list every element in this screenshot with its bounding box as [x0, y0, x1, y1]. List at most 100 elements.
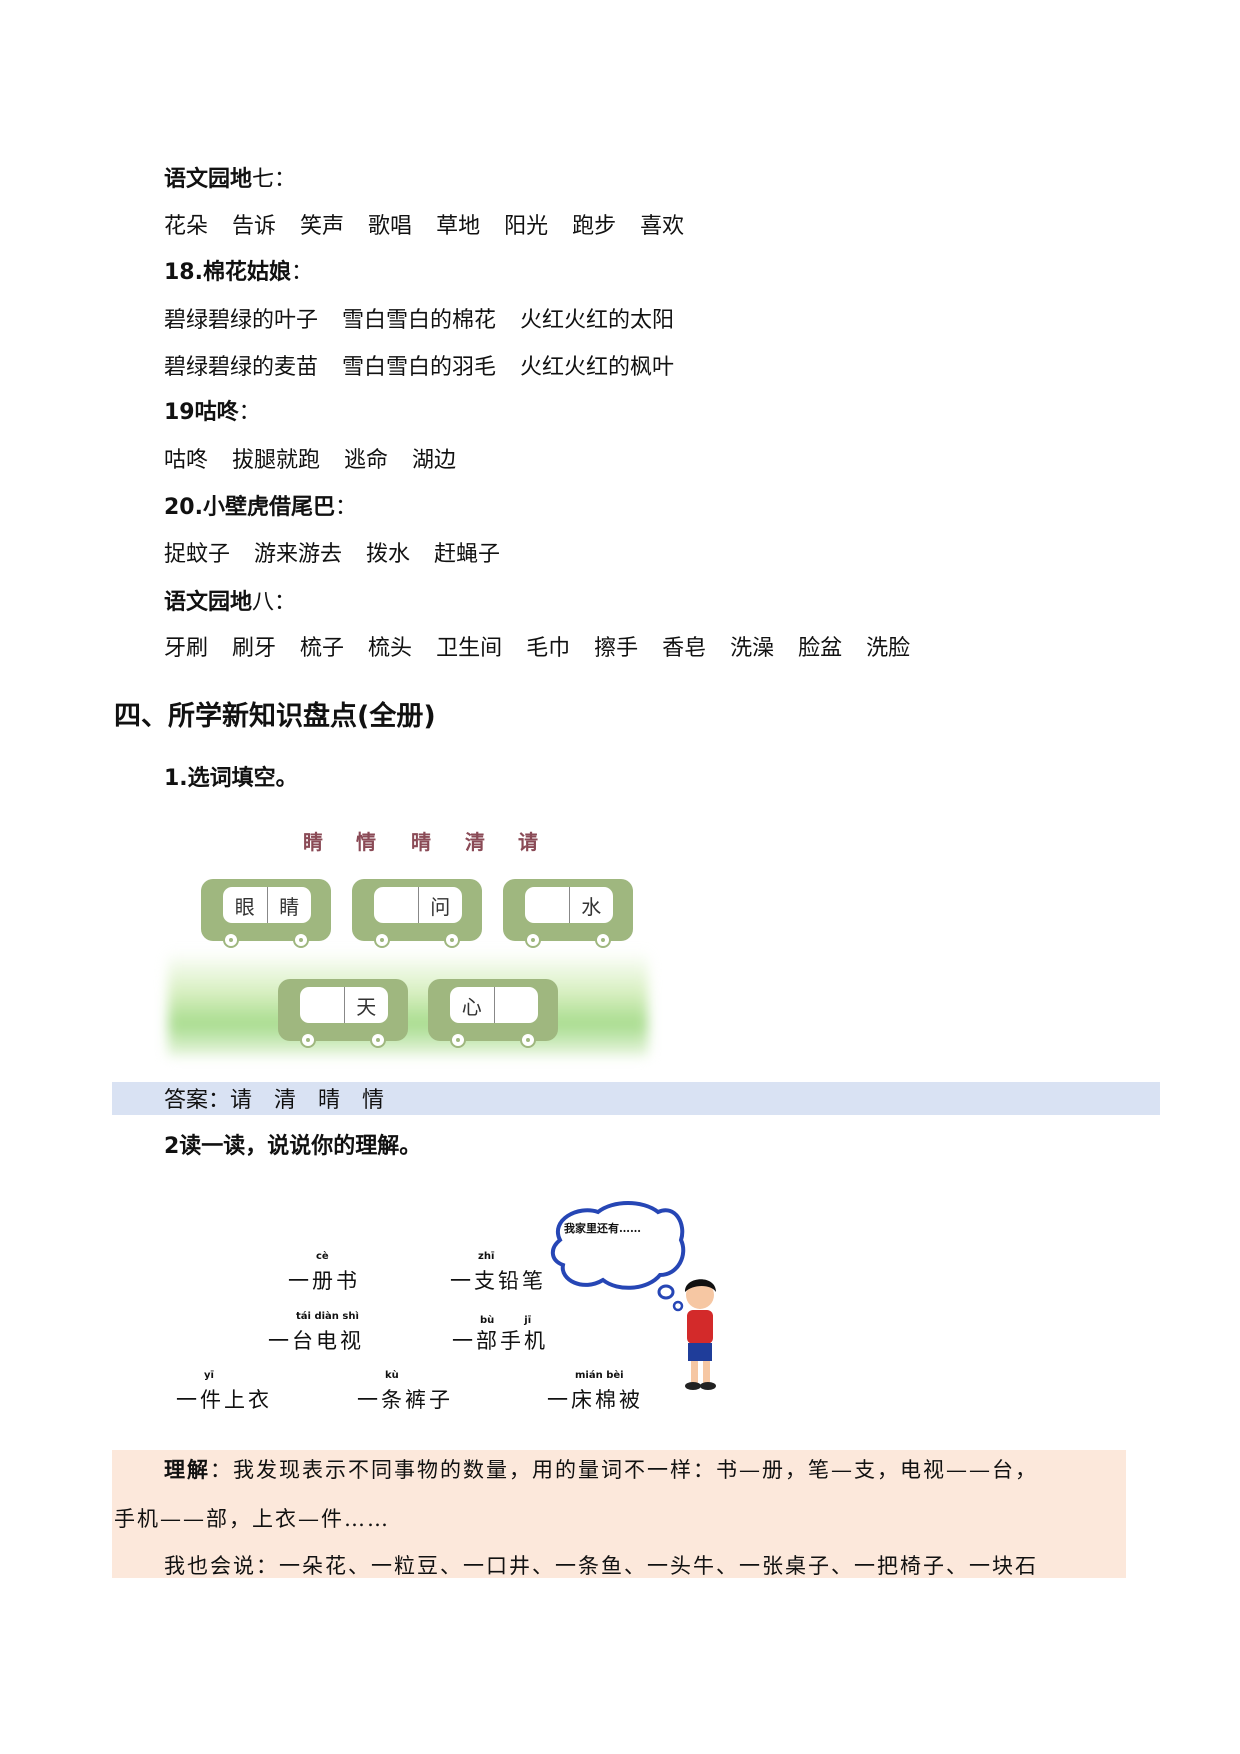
- title-bold: 19咕咚: [164, 400, 239, 425]
- title-bold: 语文园地: [164, 167, 253, 192]
- word: 捉蚊子: [164, 542, 231, 567]
- measure-word-phrase: 一部手机: [452, 1329, 548, 1353]
- wheel-icon: [520, 1032, 536, 1048]
- word-car: 天: [278, 979, 408, 1048]
- word-list: 花朵告诉笑声歌唱草地阳光跑步喜欢: [164, 213, 708, 241]
- measure-word-phrase: 一支铅笔: [450, 1269, 546, 1293]
- understanding-line: 手机——部，上衣—件……: [114, 1507, 390, 1531]
- pinyin: mián bèi: [575, 1370, 624, 1381]
- phrase: 雪白雪白的棉花: [342, 308, 497, 333]
- wheel-icon: [444, 932, 460, 948]
- section-title: 18.棉花姑娘：: [164, 259, 313, 287]
- word: 赶蝇子: [434, 542, 501, 567]
- char-slot[interactable]: 睛: [279, 894, 300, 919]
- word: 香皂: [662, 636, 707, 661]
- word: 喜欢: [640, 214, 685, 239]
- word: 梳头: [368, 636, 413, 661]
- car-window: 心: [450, 987, 538, 1023]
- title-bold: 语文园地: [164, 590, 253, 615]
- fill-in-picture: 睛 情 晴 清 请 眼睛问水天心: [168, 821, 648, 1056]
- option-char: 晴: [411, 830, 431, 854]
- word: 花朵: [164, 214, 209, 239]
- char-slot[interactable]: [374, 887, 419, 923]
- understanding-box: 理解：我发现表示不同事物的数量，用的量词不一样：书—册，笔—支，电视——台， 手…: [112, 1450, 1126, 1578]
- phrase-line: 碧绿碧绿的麦苗雪白雪白的羽毛火红火红的枫叶: [164, 354, 698, 382]
- pinyin: tái diàn shì: [296, 1311, 359, 1322]
- phrase: 碧绿碧绿的麦苗: [164, 355, 319, 380]
- grass-background: [168, 951, 648, 1056]
- wheel-icon: [450, 1032, 466, 1048]
- title-bold: 18.棉花姑娘: [164, 260, 291, 285]
- word: 毛巾: [526, 636, 571, 661]
- word: 草地: [436, 214, 481, 239]
- phrase: 雪白雪白的羽毛: [342, 355, 497, 380]
- word: 阳光: [504, 214, 549, 239]
- char-slot[interactable]: 眼: [223, 887, 268, 923]
- word: 跑步: [572, 214, 617, 239]
- option-char: 清: [465, 830, 485, 854]
- char-slot[interactable]: [300, 987, 345, 1023]
- word-car: 水: [503, 879, 633, 948]
- word-list: 牙刷刷牙梳子梳头卫生间毛巾擦手香皂洗澡脸盆洗脸: [164, 635, 934, 663]
- measure-word-phrase: 一件上衣: [176, 1388, 272, 1412]
- pinyin: cè: [316, 1251, 329, 1262]
- wheel-icon: [525, 932, 541, 948]
- word: 洗澡: [730, 636, 775, 661]
- word: 卫生间: [436, 636, 503, 661]
- word: 拨水: [366, 542, 411, 567]
- understanding-label: 理解: [164, 1457, 210, 1482]
- word-car: 心: [428, 979, 558, 1048]
- wheel-icon: [374, 932, 390, 948]
- also-say-line: 我也会说：一朵花、一粒豆、一口井、一条鱼、一头牛、一张桌子、一把椅子、一块石: [164, 1554, 1038, 1578]
- word: 湖边: [412, 448, 457, 473]
- word: 拔腿就跑: [232, 448, 321, 473]
- option-char: 睛: [303, 830, 323, 854]
- section-title: 19咕咚：: [164, 399, 261, 427]
- understanding-line: 理解：我发现表示不同事物的数量，用的量词不一样：书—册，笔—支，电视——台，: [164, 1454, 1038, 1484]
- option-char: 情: [356, 830, 376, 854]
- char-slot[interactable]: [525, 887, 570, 923]
- word: 洗脸: [866, 636, 911, 661]
- char-slot[interactable]: 水: [581, 894, 602, 919]
- word: 歌唱: [368, 214, 413, 239]
- bubble-dot: [672, 1300, 684, 1312]
- thought-bubble-boy-illustration: [550, 1201, 716, 1390]
- measure-word-phrase: 一条裤子: [357, 1388, 453, 1412]
- measure-word-phrase: 一床棉被: [547, 1388, 643, 1412]
- char-slot[interactable]: 心: [450, 987, 495, 1023]
- char-slot[interactable]: 天: [356, 994, 377, 1019]
- car-window: 问: [374, 887, 462, 923]
- car-window: 水: [525, 887, 613, 923]
- section-title: 语文园地七：: [164, 166, 296, 194]
- pinyin: yī: [204, 1370, 214, 1381]
- char-slot[interactable]: [495, 987, 539, 1023]
- char-slot[interactable]: 问: [430, 894, 451, 919]
- title-bold: 20.小壁虎借尾巴: [164, 495, 335, 520]
- word-list: 捉蚊子游来游去拨水赶蝇子: [164, 541, 524, 569]
- phrase-line: 碧绿碧绿的叶子雪白雪白的棉花火红火红的太阳: [164, 307, 698, 335]
- word: 牙刷: [164, 636, 209, 661]
- boy-icon: [684, 1279, 716, 1390]
- wheel-icon: [595, 932, 611, 948]
- title-rest: ：: [290, 260, 313, 285]
- section-heading: 四、所学新知识盘点(全册): [114, 701, 436, 732]
- thought-cloud: [550, 1201, 686, 1290]
- word: 梳子: [300, 636, 345, 661]
- word: 脸盆: [798, 636, 843, 661]
- answer-bar: [112, 1082, 1160, 1115]
- title-rest: ：: [238, 400, 261, 425]
- car-window: 天: [300, 987, 388, 1023]
- measure-word-phrase: 一册书: [288, 1269, 360, 1293]
- wheel-icon: [293, 932, 309, 948]
- answer-text: 答案：请 清 晴 情: [164, 1088, 385, 1113]
- word-list: 咕咚拔腿就跑逃命湖边: [164, 447, 480, 475]
- title-rest: 八：: [252, 590, 297, 615]
- bubble-text: 我家里还有……: [564, 1222, 641, 1235]
- option-char: 请: [518, 830, 538, 854]
- word: 逃命: [344, 448, 389, 473]
- title-rest: ：: [334, 495, 357, 520]
- measure-word-phrase: 一台电视: [268, 1329, 364, 1353]
- pinyin: bù jī: [480, 1315, 532, 1326]
- wheel-icon: [370, 1032, 386, 1048]
